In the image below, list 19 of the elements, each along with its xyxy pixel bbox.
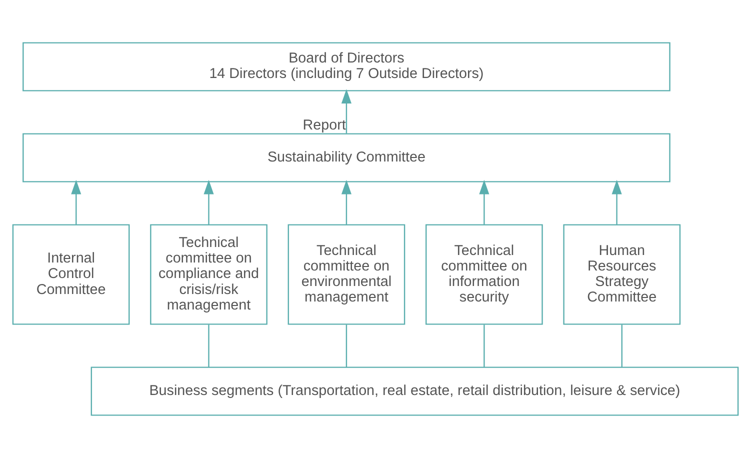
node-box: Human Resources Strategy Committee (563, 224, 681, 324)
node-box: Technical committee on environmental management (288, 224, 406, 324)
connector (208, 324, 210, 367)
arrow (204, 179, 214, 224)
node-box: Sustainability Committee (22, 132, 670, 182)
arrow (71, 179, 82, 224)
connector (621, 324, 622, 367)
edge-label: Report (302, 117, 346, 134)
connector (346, 324, 348, 367)
node-box: Technical committee on compliance and crisis/risk management (150, 224, 268, 324)
arrow (612, 179, 622, 224)
arrow (341, 88, 352, 133)
node-box: Board of Directors 14 Directors (including 7 Outside Directors) (22, 42, 670, 91)
node-box: Internal Control Committee (12, 224, 130, 324)
node-box: Business segments (Transportation, real estate, retail distribution, leisure & service) (90, 366, 739, 416)
arrow (479, 179, 490, 224)
connector (484, 324, 485, 367)
node-box: Technical committee on information security (426, 224, 543, 324)
arrow (341, 179, 352, 224)
